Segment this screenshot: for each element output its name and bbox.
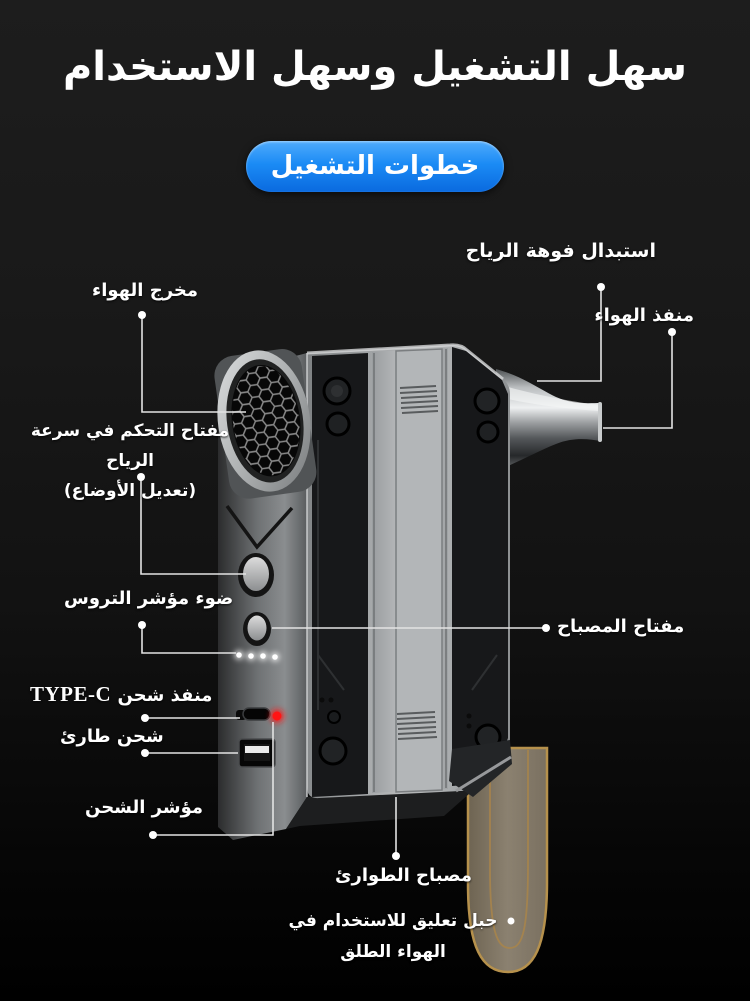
line-air-outlet <box>603 332 673 429</box>
front-right-panel <box>452 347 508 786</box>
label-strap-line2: الهواء الطلق <box>340 942 446 962</box>
label-speed-switch: مفتاح التحكم في سرعة الرياح (تعديل الأوض… <box>24 416 236 506</box>
label-strap-line1: حبل تعليق للاستخدام في <box>288 911 498 931</box>
speed-control-button[interactable] <box>238 553 274 597</box>
v-accent <box>225 504 294 550</box>
bottom-vents <box>396 711 438 740</box>
callout-lines <box>140 287 673 922</box>
label-strap: حبل تعليق للاستخدام في الهواء الطلق <box>286 906 500 968</box>
line-gear-light <box>141 625 236 654</box>
gear-indicator-leds <box>234 650 280 662</box>
center-panel <box>372 348 448 793</box>
label-emergency-lamp: مصباح الطوارئ <box>335 865 473 886</box>
label-air-exit: مخرج الهواء <box>92 280 199 301</box>
page-title: سهل التشغيل وسهل الاستخدام <box>62 44 688 90</box>
label-typec-ar: منفذ شحن <box>117 685 213 706</box>
label-speed-switch-line1: مفتاح التحكم في سرعة الرياح <box>30 421 230 471</box>
label-gear-indicator-light: ضوء مؤشر التروس <box>64 588 234 609</box>
usb-port[interactable] <box>238 738 276 768</box>
front-left-panel <box>312 353 368 797</box>
top-vents <box>399 385 439 414</box>
label-emergency-charge: شحن طارئ <box>60 726 164 747</box>
label-typec-port: منفذ شحن TYPE-C <box>30 682 212 707</box>
line-air-exit <box>141 315 246 413</box>
line-speed-switch <box>140 477 246 575</box>
label-charge-indicator: مؤشر الشحن <box>85 797 204 818</box>
strap-corner-bracket <box>449 740 512 797</box>
lamp-button[interactable] <box>243 612 271 646</box>
label-speed-switch-line2: (تعديل الأوضاع) <box>63 481 197 501</box>
line-nozzle-replace <box>537 287 602 382</box>
operation-steps-button[interactable]: خطوات التشغيل <box>246 141 504 192</box>
air-nozzle <box>496 369 602 471</box>
hand-strap <box>466 746 549 974</box>
label-lamp-switch: مفتاح المصباح <box>557 616 685 637</box>
label-nozzle-replace: استبدال فوهة الرياح <box>465 240 656 262</box>
label-typec-latin: TYPE-C <box>30 682 112 706</box>
charge-led-core <box>272 711 282 721</box>
device-body <box>214 343 510 840</box>
label-air-outlet: منفذ الهواء <box>594 305 694 326</box>
honeycomb-grille <box>214 348 317 499</box>
callout-dots <box>137 283 676 925</box>
line-charge-indicator <box>153 722 274 836</box>
